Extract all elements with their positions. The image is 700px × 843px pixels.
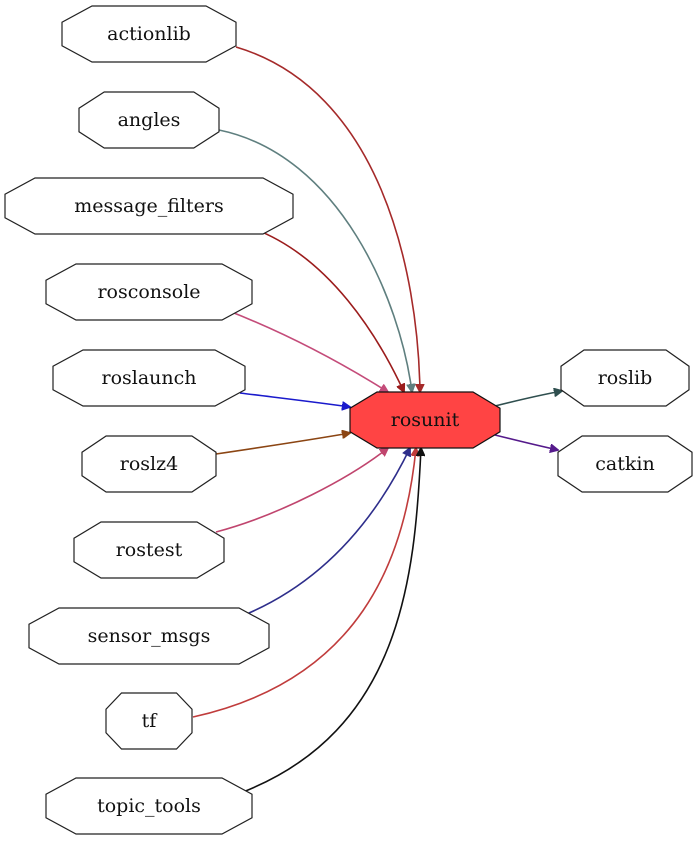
node-shape-angles [78,91,220,149]
edge-roslz4-to-rosunit [215,433,350,455]
node-rosunit: rosunit [349,391,501,449]
node-rosconsole: rosconsole [45,263,253,321]
edges-layer [192,46,562,793]
node-shape-message-filters [4,177,294,235]
node-shape-sensor-msgs [28,607,270,665]
edge-rostest-to-rosunit [215,448,388,533]
node-roslaunch: roslaunch [52,349,246,407]
node-label-topic-tools: topic_tools [97,795,201,817]
node-label-roslz4: roslz4 [120,453,178,475]
edge-tf-to-rosunit [192,448,416,718]
edge-angles-to-rosunit [218,129,412,392]
node-label-actionlib: actionlib [107,23,191,45]
node-shape-roslz4 [81,435,217,493]
node-label-rosunit: rosunit [391,409,460,431]
node-tf: tf [105,692,193,750]
node-rostest: rostest [73,521,225,579]
node-label-tf: tf [142,710,159,732]
node-shape-rostest [73,521,225,579]
node-label-rosconsole: rosconsole [97,281,200,303]
edge-rosconsole-to-rosunit [228,310,388,392]
edge-rosunit-to-catkin [494,434,558,450]
node-label-angles: angles [118,109,181,131]
node-roslib: roslib [560,349,690,407]
node-shape-rosconsole [45,263,253,321]
node-actionlib: actionlib [61,5,237,63]
node-label-sensor-msgs: sensor_msgs [88,625,211,647]
node-label-roslib: roslib [598,367,653,389]
nodes-layer: actionlib angles message_filters rosconsole… [4,5,693,835]
node-label-rostest: rostest [116,539,183,561]
node-shape-rosunit [349,391,501,449]
edge-message-filters-to-rosunit [248,226,404,392]
node-label-roslaunch: roslaunch [101,367,196,389]
node-shape-tf [105,692,193,750]
node-label-message-filters: message_filters [74,195,223,217]
edge-actionlib-to-rosunit [235,46,420,392]
node-message-filters: message_filters [4,177,294,235]
node-shape-topic-tools [45,777,253,835]
node-roslz4: roslz4 [81,435,217,493]
node-shape-catkin [557,435,693,493]
node-angles: angles [78,91,220,149]
node-shape-roslaunch [52,349,246,407]
edge-sensor-msgs-to-rosunit [241,448,410,617]
node-shape-roslib [560,349,690,407]
edge-rosunit-to-roslib [494,391,562,407]
edge-roslaunch-to-rosunit [239,392,350,407]
node-shape-actionlib [61,5,237,63]
edge-topic-tools-to-rosunit [242,448,421,793]
node-topic-tools: topic_tools [45,777,253,835]
node-label-catkin: catkin [595,453,654,475]
node-sensor-msgs: sensor_msgs [28,607,270,665]
node-catkin: catkin [557,435,693,493]
